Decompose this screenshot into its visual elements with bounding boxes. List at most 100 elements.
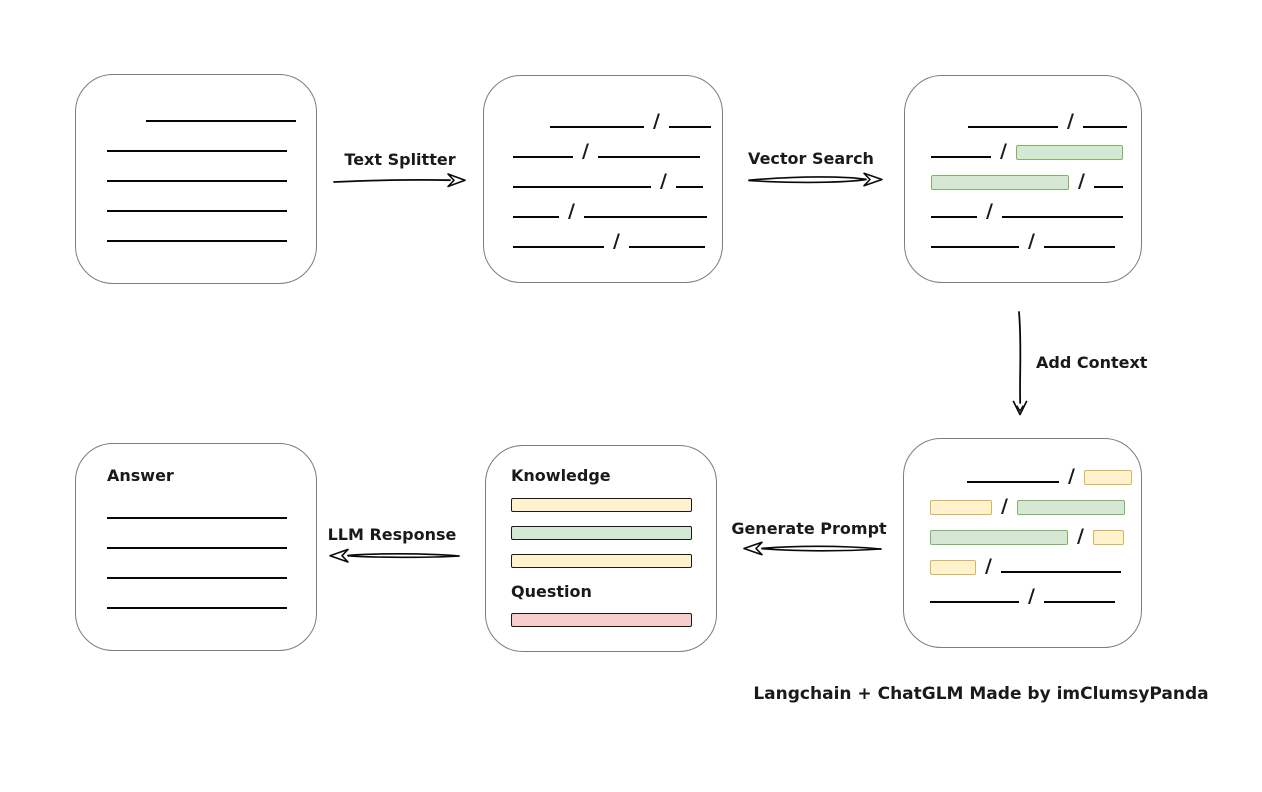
text-line (107, 517, 287, 519)
add-context-label: Add Context (1036, 353, 1148, 372)
indent-gap (107, 126, 137, 127)
text-splitter-arrow (333, 173, 466, 188)
slash-separator: / (1067, 110, 1074, 132)
text-line (967, 481, 1059, 483)
text-line (107, 210, 287, 212)
text-row (107, 157, 316, 187)
text-line (1082, 126, 1127, 128)
text-row: / (930, 458, 1141, 488)
question-bars (511, 613, 716, 627)
credit-caption: Langchain + ChatGLM Made by imClumsyPand… (753, 684, 1209, 704)
text-line (1043, 601, 1115, 603)
text-line (1001, 216, 1123, 218)
indent-gap (930, 487, 958, 488)
text-line (968, 126, 1058, 128)
text-row: / (513, 193, 722, 223)
slash-separator: / (986, 200, 993, 222)
text-line (930, 601, 1019, 603)
text-row (107, 584, 316, 614)
text-splitter-label: Text Splitter (344, 150, 456, 169)
slash-separator: / (1028, 585, 1035, 607)
text-line (513, 156, 573, 158)
answer-label: Answer (107, 466, 174, 485)
text-row (107, 554, 316, 584)
text-row: / (930, 578, 1141, 608)
text-line (583, 216, 707, 218)
text-row: / (930, 488, 1141, 518)
text-row (107, 187, 316, 217)
text-line (107, 607, 287, 609)
question-label: Question (511, 582, 592, 601)
context-chunks-lines: / / / / / (930, 458, 1141, 608)
chunk-green (930, 530, 1068, 545)
text-row: / (931, 223, 1141, 253)
chunk-yellow (930, 500, 992, 515)
answer-box: Answer (75, 443, 317, 651)
red-prompt-bar (511, 613, 692, 627)
document-lines (107, 97, 316, 247)
slash-separator: / (1068, 465, 1075, 487)
text-line (628, 246, 705, 248)
context-chunks-box: / / / / / (903, 438, 1142, 648)
slash-separator: / (568, 200, 575, 222)
text-line (513, 216, 559, 218)
text-line (107, 547, 287, 549)
slash-separator: / (613, 230, 620, 252)
text-line (107, 240, 287, 242)
text-line (513, 186, 651, 188)
vector-search-arrow (748, 172, 883, 187)
prompt-box: Knowledge Question (485, 445, 717, 652)
chunk-green (931, 175, 1069, 190)
text-line (675, 186, 703, 188)
green-prompt-bar (511, 526, 692, 540)
text-row: / (931, 163, 1141, 193)
text-row: / (931, 103, 1141, 133)
yellow-prompt-bar (511, 498, 692, 512)
text-line (931, 156, 991, 158)
slash-separator: / (1000, 140, 1007, 162)
text-line (668, 126, 711, 128)
text-line (597, 156, 700, 158)
slash-separator: / (582, 140, 589, 162)
add-context-arrow (1012, 311, 1028, 416)
text-line (550, 126, 644, 128)
generate-prompt-label: Generate Prompt (731, 519, 887, 538)
indent-gap (513, 132, 541, 133)
text-row: / (930, 548, 1141, 578)
text-line (513, 246, 604, 248)
text-row: / (513, 163, 722, 193)
text-line (1093, 186, 1123, 188)
chunk-yellow (1092, 530, 1124, 545)
answer-lines (107, 494, 316, 614)
knowledge-bars (511, 498, 716, 568)
slash-separator: / (653, 110, 660, 132)
generate-prompt-arrow (743, 541, 882, 556)
text-row (107, 97, 316, 127)
text-line (107, 180, 287, 182)
yellow-prompt-bar (511, 554, 692, 568)
llm-response-arrow (329, 548, 460, 563)
text-line (931, 216, 977, 218)
slash-separator: / (1001, 495, 1008, 517)
text-line (1043, 246, 1115, 248)
text-line (146, 120, 296, 122)
slash-separator: / (985, 555, 992, 577)
text-line (107, 150, 287, 152)
vector-matches-box: ///// (904, 75, 1142, 283)
slash-separator: / (1028, 230, 1035, 252)
text-row: / (931, 133, 1141, 163)
text-row (107, 217, 316, 247)
split-text-lines: / / / / / (513, 103, 722, 253)
chunk-yellow (1083, 470, 1132, 485)
slash-separator: / (660, 170, 667, 192)
slash-separator: / (1077, 525, 1084, 547)
text-row: / (930, 518, 1141, 548)
indent-gap (931, 132, 959, 133)
text-row (107, 127, 316, 157)
knowledge-label: Knowledge (511, 466, 611, 485)
chunk-green (1015, 145, 1123, 160)
text-line (1000, 571, 1121, 573)
text-line (107, 577, 287, 579)
text-row: / (931, 193, 1141, 223)
